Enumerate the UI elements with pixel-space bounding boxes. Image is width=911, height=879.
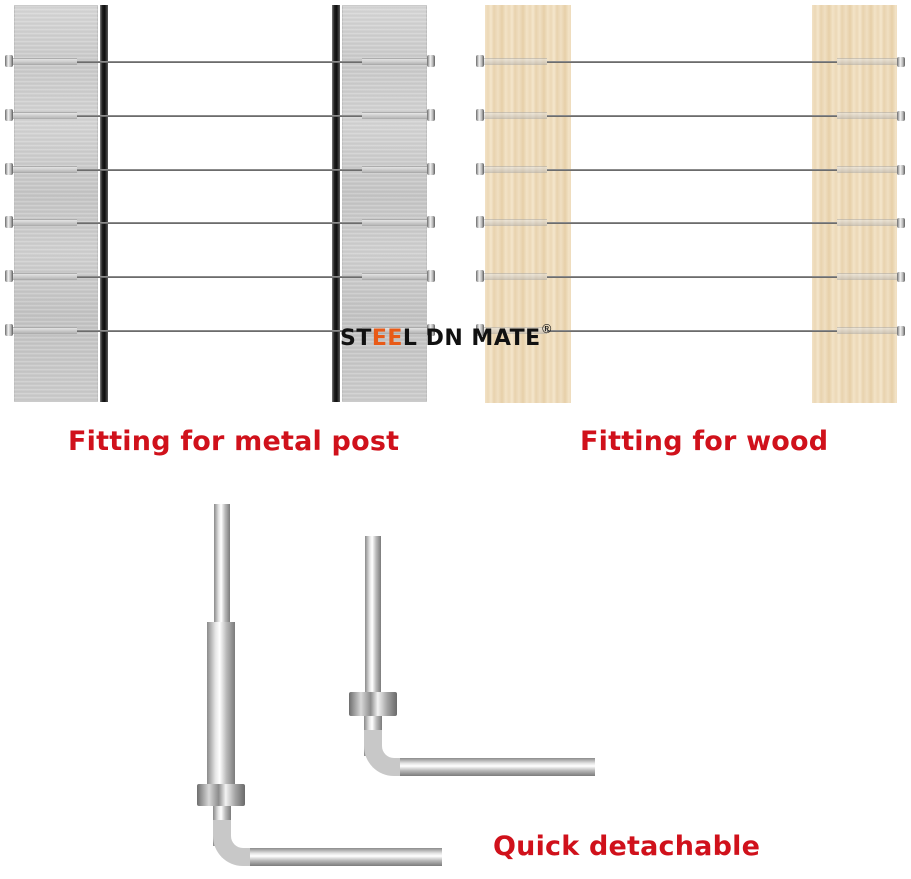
logo-text-part2: L DN MATE <box>402 326 541 351</box>
brand-logo: STEEL DN MATE® <box>340 322 553 351</box>
caption-metal-post: Fitting for metal post <box>68 426 400 457</box>
fitting-cap-icon <box>427 163 435 175</box>
short-fitting-hex-key <box>340 530 600 790</box>
fitting-cap-icon <box>5 109 13 121</box>
fitting-cap-icon <box>5 324 13 336</box>
caption-quick-detachable: Quick detachable <box>493 831 761 862</box>
wood-post-panel <box>460 0 911 410</box>
fitting-cap-icon <box>476 109 484 121</box>
fitting-cap-icon <box>427 109 435 121</box>
metal-post-left-edge <box>100 5 108 402</box>
fitting-cap-icon <box>476 55 484 67</box>
fitting-cap-icon <box>427 270 435 282</box>
registered-mark: ® <box>540 322 554 336</box>
fitting-cap-icon <box>476 270 484 282</box>
fitting-cap-icon <box>897 165 905 175</box>
metal-post-right-edge <box>332 5 340 402</box>
metal-post-left <box>14 5 98 402</box>
fitting-cap-icon <box>897 326 905 336</box>
fitting-cap-icon <box>5 270 13 282</box>
fitting-cap-icon <box>476 216 484 228</box>
fitting-cap-icon <box>897 111 905 121</box>
fitting-cap-icon <box>427 324 435 336</box>
fitting-cap-icon <box>427 216 435 228</box>
fitting-cap-icon <box>476 324 484 336</box>
metal-post-panel <box>0 0 450 410</box>
fitting-cap-icon <box>897 57 905 67</box>
fitting-cap-icon <box>476 163 484 175</box>
wood-post-left <box>485 5 571 403</box>
fitting-cap-icon <box>5 216 13 228</box>
long-fitting-hex-key <box>180 490 450 879</box>
wood-post-right <box>812 5 897 403</box>
fitting-cap-icon <box>5 163 13 175</box>
logo-text-accent: EE <box>371 326 403 351</box>
fitting-cap-icon <box>897 272 905 282</box>
fitting-cap-icon <box>427 55 435 67</box>
fitting-cap-icon <box>897 218 905 228</box>
logo-text-part1: ST <box>340 326 372 351</box>
caption-wood: Fitting for wood <box>580 426 829 457</box>
metal-post-right <box>342 5 427 402</box>
fitting-cap-icon <box>5 55 13 67</box>
